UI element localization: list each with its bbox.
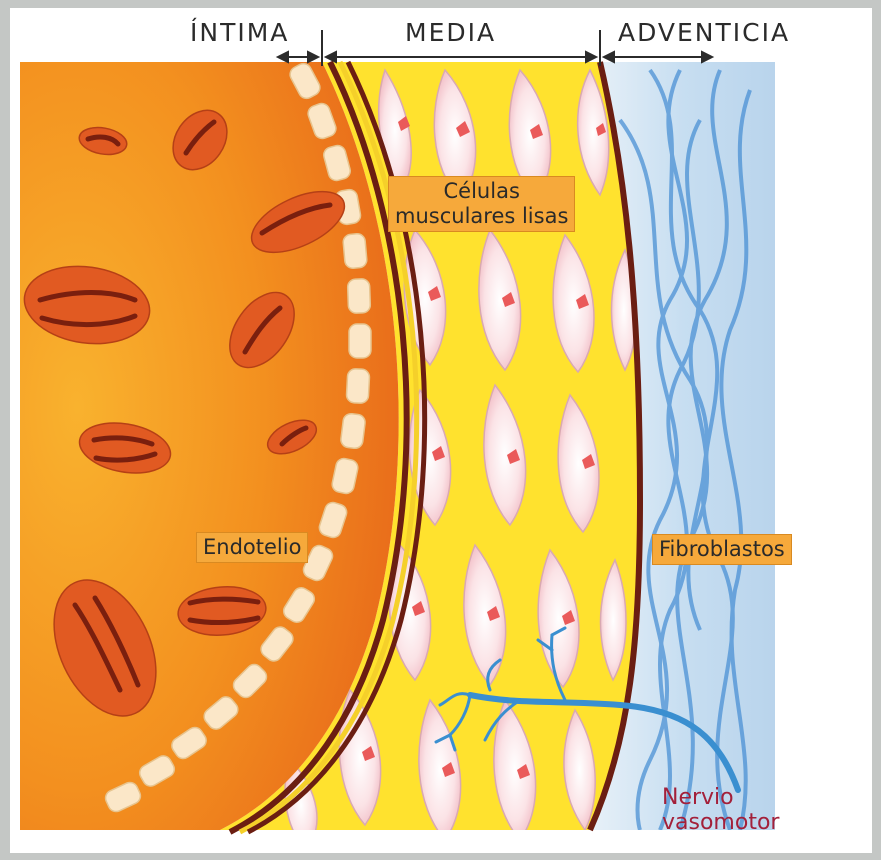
label-vasomotor-nerve: Nervio vasomotor (662, 785, 779, 836)
label-smooth-muscle-line1: Células (395, 179, 568, 204)
label-smooth-muscle: Células musculares lisas (388, 176, 575, 232)
label-smooth-muscle-line2: musculares lisas (395, 204, 568, 229)
label-endothelium: Endotelio (196, 532, 308, 563)
label-nerve-line1: Nervio (662, 785, 779, 810)
layer-label-adventicia: ADVENTICIA (618, 18, 790, 47)
label-nerve-line2: vasomotor (662, 810, 779, 835)
label-fibroblasts: Fibroblastos (652, 534, 792, 565)
layer-label-media: MEDIA (405, 18, 496, 47)
layer-label-intima: ÍNTIMA (190, 18, 289, 47)
